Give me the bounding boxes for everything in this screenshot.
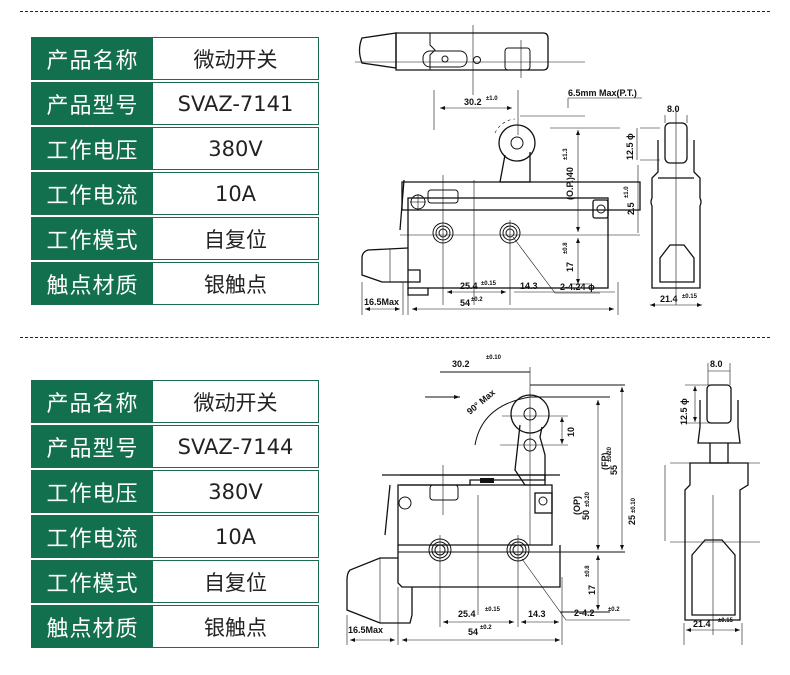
dim-plunger: 16.5Max [348,625,383,635]
spec-row-mode: 工作模式 自复位 [31,560,319,603]
spec-value: 银触点 [153,263,318,304]
spec-row-contact: 触点材质 银触点 [31,262,319,305]
spec-value: 微动开关 [153,38,318,79]
dim-roller-width: 8.0 [710,359,723,369]
dim-height: 25 [627,515,637,525]
dim-roller-width: 8.0 [667,104,680,114]
dim-holes-tol: ±0.2 [608,607,620,613]
dim-length-tol: ±0.2 [480,625,492,631]
dim-lever-offset: 30.2 [452,359,470,369]
dim-height: 2.5 [626,202,636,215]
spec-row-current: 工作电流 10A [31,172,319,215]
spec-label: 产品型号 [32,426,153,467]
dim-edge: 14.3 [520,281,538,291]
dim-hole-pitch: 25.4 [460,281,478,291]
technical-drawing-product-1: 30.2 ±1.0 6.5mm Max(P.T.) 25.4 ±0.15 14.… [340,20,760,320]
dim-base: 17 [587,585,597,595]
dim-op-height: (O.P.)40 [565,167,575,200]
dim-roller-dia: 12.5 ϕ [625,133,635,160]
spec-row-current: 工作电流 10A [31,515,319,558]
dim-height-tol: ±0.10 [631,497,637,513]
end-view: 12.5 ϕ 8.0 2.5 ±1.0 21.4 ±0.15 [624,104,702,307]
spec-label: 工作模式 [32,561,153,602]
spec-label: 工作模式 [32,218,153,259]
spec-value: 10A [153,173,318,214]
spec-label: 工作电流 [32,173,153,214]
dim-pretravel: 6.5mm Max(P.T.) [568,88,637,98]
dim-edge: 14.3 [528,609,546,619]
dim-hole-pitch-tol: ±0.15 [485,607,501,613]
dim-base-tol: ±0.8 [563,242,569,254]
dim-op-label: (OP) [572,496,582,515]
dim-angle: 90° Max [465,387,497,416]
spec-value: 380V [153,128,318,169]
spec-label: 产品型号 [32,83,153,124]
spec-label: 触点材质 [32,263,153,304]
top-view [355,25,585,95]
dim-lever-offset-tol: ±1.0 [486,96,498,102]
dim-length: 54 [468,627,478,637]
dim-op-height-tol: ±1.3 [563,148,569,160]
section-divider-top [20,11,770,12]
end-view: 8.0 12.5 ϕ 21.4 ±0.15 [664,359,760,645]
spec-table-product-1: 产品名称 微动开关 产品型号 SVAZ-7141 工作电压 380V 工作电流 … [31,37,319,307]
dim-plunger: 16.5Max [364,297,399,307]
dim-op-value: 50 [581,510,591,520]
dim-holes: 2-4.2 [574,608,595,618]
dim-height-tol: ±1.0 [624,186,630,198]
spec-row-voltage: 工作电压 380V [31,127,319,170]
spec-value: 微动开关 [153,381,318,422]
dim-arm: 10 [566,427,576,437]
dim-holes: 2-4.24 ϕ [560,282,595,292]
spec-value: 自复位 [153,561,318,602]
dim-fp-value: 55 [609,465,619,475]
dim-op-tol: ±0.20 [585,491,591,507]
spec-label: 工作电压 [32,128,153,169]
dim-width-tol: ±0.15 [718,618,734,624]
spec-row-contact: 触点材质 银触点 [31,605,319,648]
dim-width: 21.4 [693,619,711,629]
dim-lever-offset-tol: ±0.10 [486,355,502,361]
spec-label: 工作电压 [32,471,153,512]
spec-label: 触点材质 [32,606,153,647]
spec-label: 产品名称 [32,38,153,79]
spec-row-name: 产品名称 微动开关 [31,37,319,80]
dim-fp-tol: ±0.20 [607,446,613,462]
spec-row-model: 产品型号 SVAZ-7144 [31,425,319,468]
spec-row-mode: 工作模式 自复位 [31,217,319,260]
spec-row-name: 产品名称 微动开关 [31,380,319,423]
dim-length: 54 [460,298,470,308]
spec-row-model: 产品型号 SVAZ-7141 [31,82,319,125]
spec-value: 自复位 [153,218,318,259]
technical-drawing-product-2: 30.2 ±0.10 90° Max 10 25.4 ±0.15 14 [330,345,780,645]
dim-width-tol: ±0.15 [682,294,698,300]
spec-value: 380V [153,471,318,512]
spec-label: 产品名称 [32,381,153,422]
dim-width: 21.4 [660,294,678,304]
dim-base-tol: ±0.8 [585,565,591,577]
spec-row-voltage: 工作电压 380V [31,470,319,513]
dim-hole-pitch: 25.4 [458,609,476,619]
dim-roller-dia: 12.5 ϕ [679,398,689,425]
dim-hole-pitch-tol: ±0.15 [481,281,497,287]
dim-fp-label: (FP) [600,453,610,471]
spec-value: 银触点 [153,606,318,647]
dim-base: 17 [565,262,575,272]
spec-value: SVAZ-7141 [153,83,318,124]
section-divider-middle [20,337,770,338]
dim-lever-offset: 30.2 [464,97,482,107]
dim-length-tol: ±0.2 [471,297,483,303]
spec-table-product-2: 产品名称 微动开关 产品型号 SVAZ-7144 工作电压 380V 工作电流 … [31,380,319,650]
spec-value: 10A [153,516,318,557]
spec-value: SVAZ-7144 [153,426,318,467]
spec-label: 工作电流 [32,516,153,557]
